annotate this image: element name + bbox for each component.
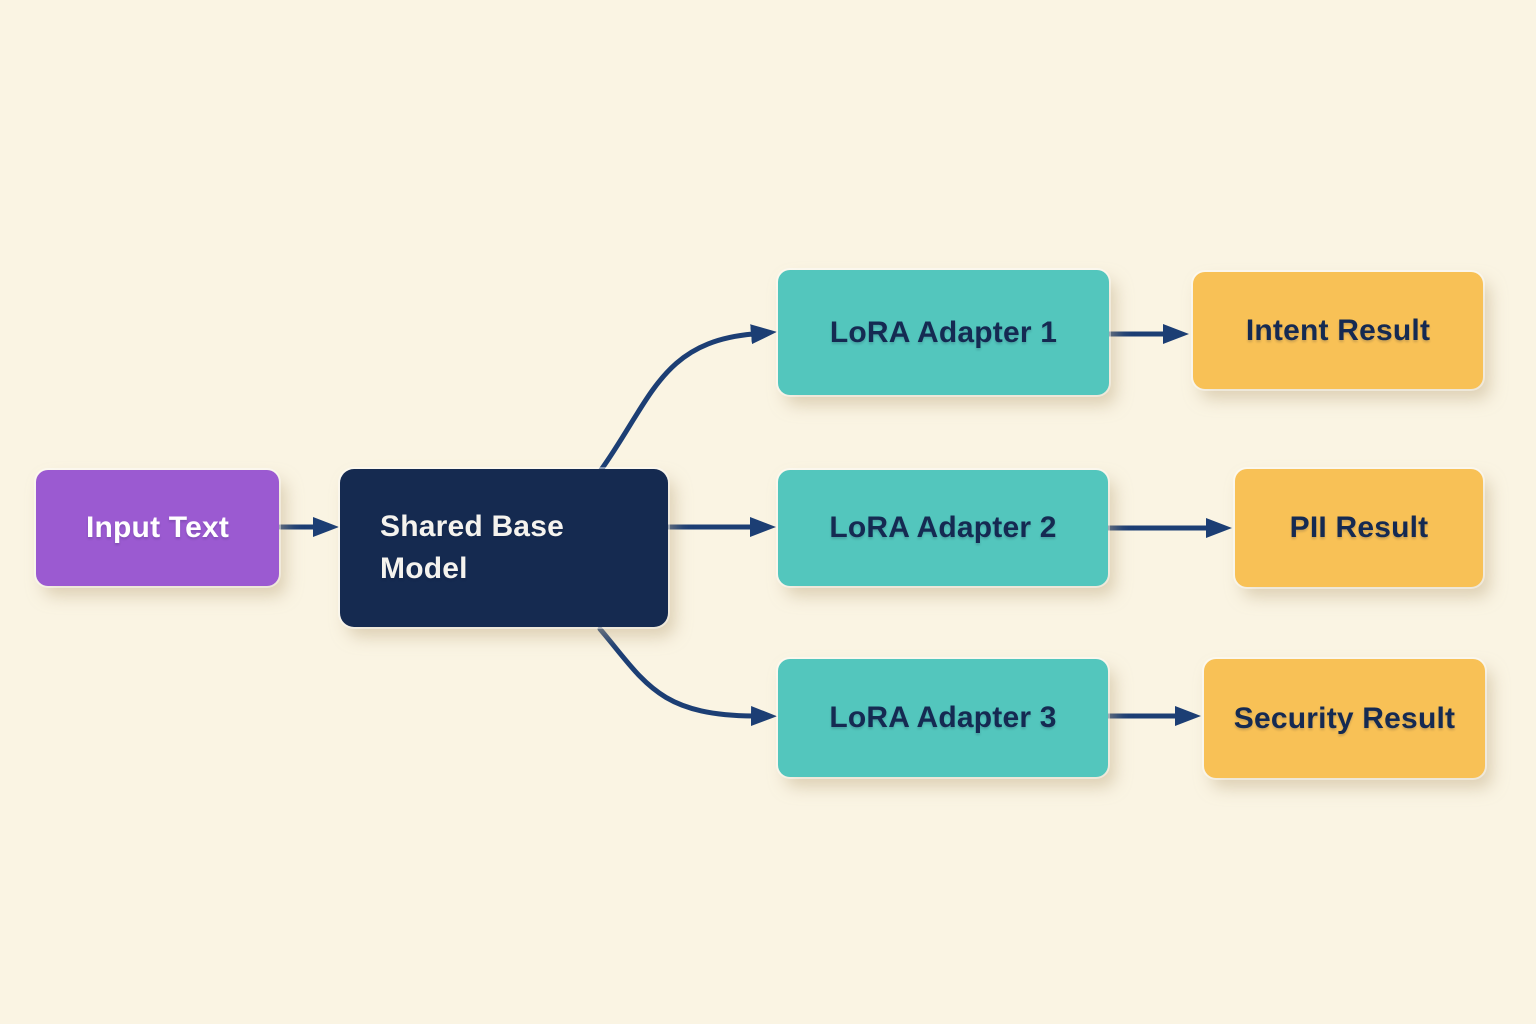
node-input-text-label: Input Text (85, 511, 230, 544)
node-security-result-label: Security Result (1233, 701, 1456, 735)
edge-base-adapter3 (597, 626, 777, 726)
node-lora-adapter-3-label: LoRA Adapter 3 (829, 701, 1057, 734)
node-lora-adapter-1-label: LoRA Adapter 1 (829, 315, 1058, 349)
node-intent-result: Intent Result (1193, 272, 1483, 389)
node-security-result: Security Result (1204, 659, 1485, 778)
node-lora-adapter-1: LoRA Adapter 1 (778, 270, 1109, 395)
node-lora-adapter-2: LoRA Adapter 2 (778, 470, 1108, 586)
edge-base-adapter1 (598, 324, 777, 473)
node-lora-adapter-3: LoRA Adapter 3 (778, 659, 1108, 777)
node-shared-base-model-label: Shared Base Model (380, 510, 564, 585)
node-pii-result: PII Result (1235, 469, 1483, 587)
node-intent-result-label: Intent Result (1245, 313, 1431, 347)
node-shared-base-model: Shared Base Model (340, 469, 668, 627)
node-input-text: Input Text (36, 470, 279, 586)
node-lora-adapter-2-label: LoRA Adapter 2 (829, 511, 1057, 544)
node-pii-result-label: PII Result (1289, 511, 1429, 544)
